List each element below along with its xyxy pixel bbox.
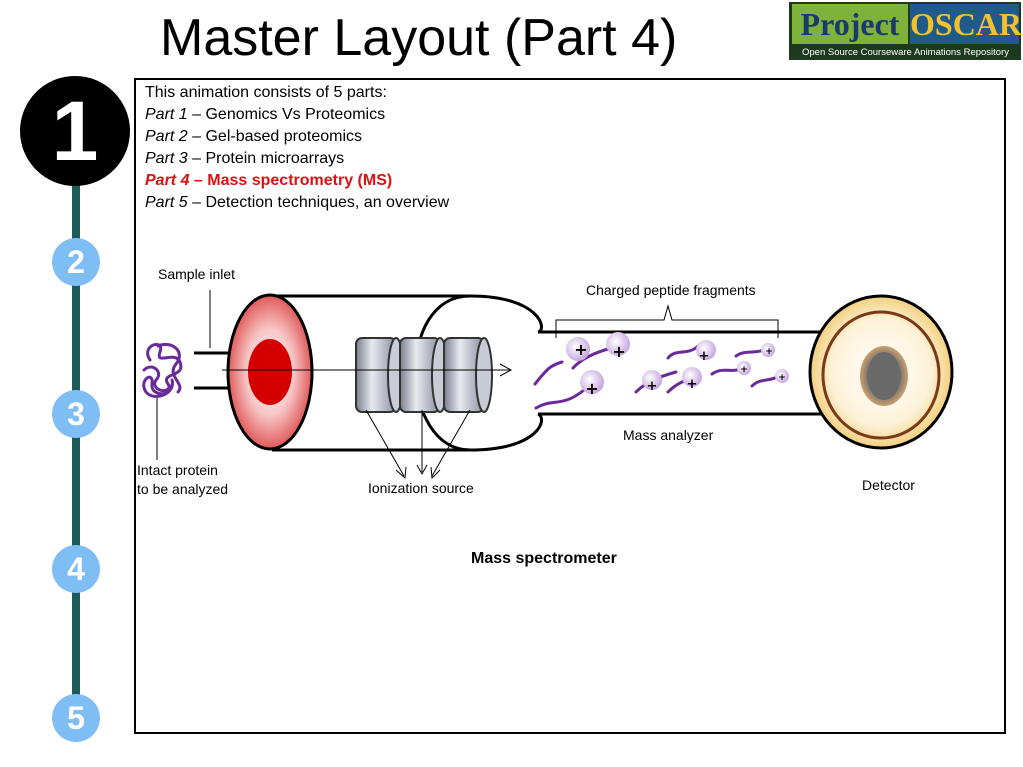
ion: +	[566, 337, 590, 361]
step-4-button[interactable]: 4	[52, 545, 100, 593]
svg-text:+: +	[574, 340, 587, 359]
step-rail	[72, 150, 80, 740]
logo-oscar-word: OSCAR	[910, 4, 1023, 44]
intact-protein-squiggle	[142, 342, 183, 398]
detector-label: Detector	[862, 477, 915, 493]
cylinder	[355, 337, 405, 413]
part-1-item: Part 1 – Genomics Vs Proteomics	[145, 104, 449, 126]
logo-project-word: Project	[792, 4, 908, 44]
part-4-item: Part 4 – Mass spectrometry (MS)	[145, 170, 449, 192]
logo-subtitle: Open Source Courseware Animations Reposi…	[802, 47, 1009, 58]
part-4-number: Part 4	[145, 172, 190, 189]
step-2-button[interactable]: 2	[52, 238, 100, 286]
part-3-text: – Protein microarrays	[187, 150, 345, 167]
parts-list: This animation consists of 5 parts: Part…	[145, 82, 449, 214]
intact-protein-label-2: to be analyzed	[137, 481, 229, 497]
svg-text:+: +	[612, 342, 625, 361]
ion: +	[696, 340, 716, 364]
mass-analyzer-tube	[538, 330, 822, 416]
charged-fragments-label: Charged peptide fragments	[586, 282, 756, 298]
sample-inlet-label: Sample inlet	[158, 266, 236, 282]
svg-text:+: +	[740, 365, 748, 375]
svg-text:+: +	[699, 349, 710, 364]
parts-intro: This animation consists of 5 parts:	[145, 84, 387, 101]
svg-text:+: +	[765, 347, 773, 357]
diagram-caption: Mass spectrometer	[471, 550, 617, 567]
ion: +	[580, 370, 604, 398]
part-2-item: Part 2 – Gel-based proteomics	[145, 126, 449, 148]
charged-ions: + + + + + + + + +	[566, 332, 789, 398]
svg-text:+: +	[778, 373, 786, 383]
step-1-button[interactable]: 1	[20, 76, 130, 186]
ionization-cylinders	[355, 337, 493, 413]
cylinder	[443, 337, 493, 413]
part-4-text: – Mass spectrometry (MS)	[189, 172, 393, 189]
fragments-brace	[555, 304, 779, 338]
mass-analyzer-label: Mass analyzer	[623, 427, 714, 443]
step-3-button[interactable]: 3	[52, 390, 100, 438]
peptide-fragments	[533, 344, 782, 410]
ionization-pointer-lines	[365, 409, 471, 480]
part-5-item: Part 5 – Detection techniques, an overvi…	[145, 192, 449, 214]
ion: +	[775, 369, 789, 383]
ionization-source-label: Ionization source	[368, 480, 474, 496]
ion: +	[682, 367, 702, 392]
page-title: Master Layout (Part 4)	[160, 9, 678, 67]
ion-source-core	[248, 339, 292, 405]
svg-text:+: +	[687, 377, 698, 392]
ion: +	[737, 361, 751, 375]
project-oscar-logo: Project OSCAR Open Source Courseware Ani…	[789, 2, 1023, 60]
svg-text:+: +	[647, 379, 658, 394]
part-3-number: Part 3	[145, 150, 188, 167]
ion: +	[606, 332, 630, 361]
part-2-text: – Gel-based proteomics	[187, 128, 362, 145]
svg-text:+: +	[585, 379, 598, 398]
part-3-item: Part 3 – Protein microarrays	[145, 148, 449, 170]
part-5-text: – Detection techniques, an overview	[187, 194, 450, 211]
ion-path-arrow	[222, 363, 513, 377]
cylinder	[399, 337, 449, 413]
ion: +	[761, 343, 775, 357]
detector	[808, 294, 954, 450]
step-5-button[interactable]: 5	[52, 694, 100, 742]
intact-protein-label-1: Intact protein	[137, 462, 218, 478]
part-5-number: Part 5	[145, 194, 188, 211]
part-2-number: Part 2	[145, 128, 188, 145]
part-1-text: – Genomics Vs Proteomics	[187, 106, 386, 123]
part-1-number: Part 1	[145, 106, 188, 123]
ion: +	[642, 370, 662, 394]
